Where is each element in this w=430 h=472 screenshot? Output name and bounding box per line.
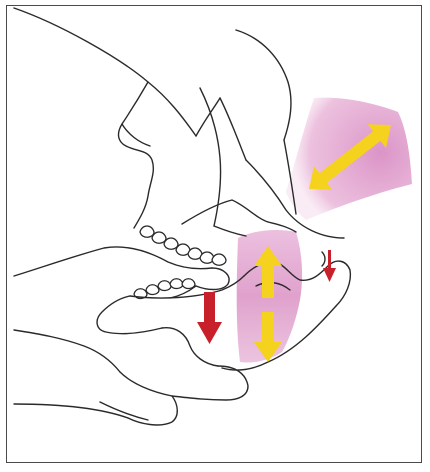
lower-teeth	[134, 279, 195, 299]
upper-teeth	[140, 226, 226, 265]
skull-outline	[14, 8, 344, 238]
condyle-down-arrow	[323, 250, 336, 282]
jaw-down-arrow	[197, 292, 222, 344]
